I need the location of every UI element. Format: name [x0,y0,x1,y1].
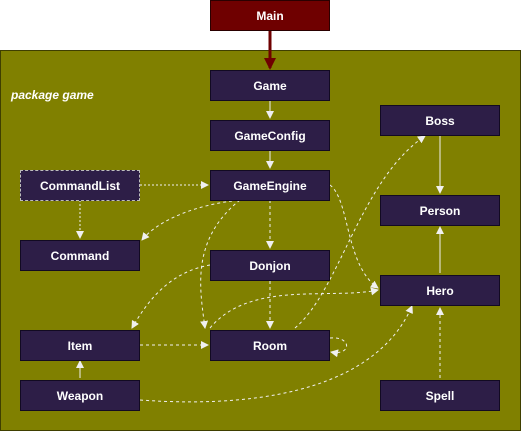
edge-room-hero [209,287,379,329]
node-donjon[interactable]: Donjon [210,250,330,281]
node-boss[interactable]: Boss [380,105,500,136]
node-hero[interactable]: Hero [380,275,500,306]
edge-room-boss [294,135,426,329]
node-spell[interactable]: Spell [380,380,500,411]
edge-donjon-item [131,264,211,329]
node-room[interactable]: Room [210,330,330,361]
node-gameengine[interactable]: GameEngine [210,170,330,201]
node-gameconfig[interactable]: GameConfig [210,120,330,151]
node-weapon[interactable]: Weapon [20,380,140,411]
node-item[interactable]: Item [20,330,140,361]
node-game[interactable]: Game [210,70,330,101]
node-main[interactable]: Main [210,0,330,31]
edge-room-self [329,337,348,358]
node-person[interactable]: Person [380,195,500,226]
package-label: package game [11,88,94,102]
edge-gameengine-hero [329,184,379,289]
node-commandlist[interactable]: CommandList [20,170,140,201]
node-command[interactable]: Command [20,240,140,271]
edge-gameengine-command [141,200,233,241]
edge-gameengine-room [200,199,241,329]
